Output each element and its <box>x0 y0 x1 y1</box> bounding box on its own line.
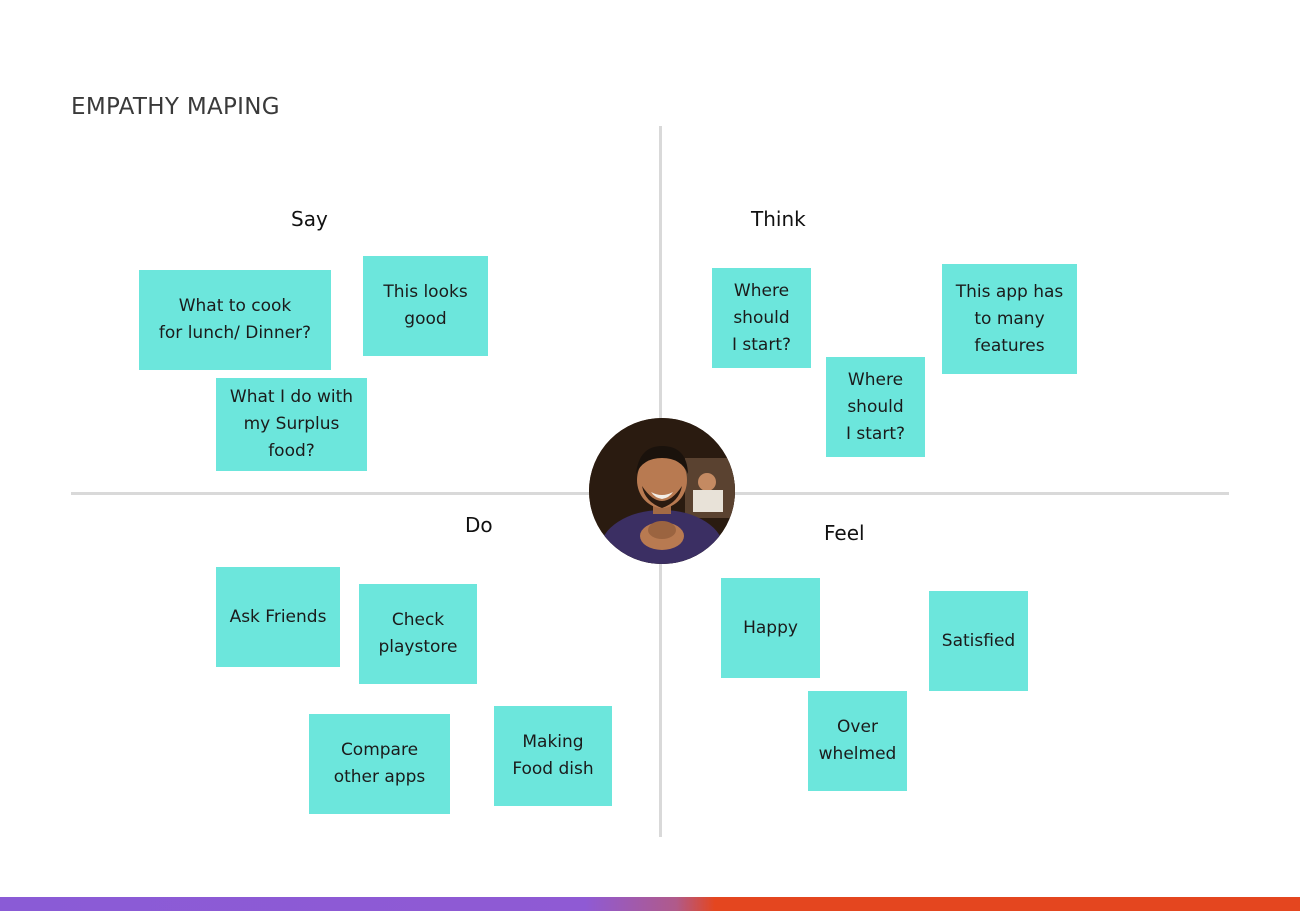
footer-gradient-bar <box>0 897 1300 911</box>
sticky-note-do-1: Ask Friends <box>216 567 340 667</box>
sticky-note-think-3: Where should I start? <box>826 357 925 457</box>
sticky-note-feel-1: Happy <box>721 578 820 678</box>
sticky-note-feel-3: Over whelmed <box>808 691 907 791</box>
sticky-note-say-3: What I do with my Surplus food? <box>216 378 367 471</box>
sticky-note-do-2: Check playstore <box>359 584 477 684</box>
sticky-note-say-1: What to cook for lunch/ Dinner? <box>139 270 331 370</box>
quadrant-label-feel: Feel <box>824 521 865 545</box>
sticky-note-feel-2: Satisfied <box>929 591 1028 691</box>
user-photo-icon <box>589 418 735 564</box>
sticky-note-do-3: Compare other apps <box>309 714 450 814</box>
sticky-note-think-2: This app has to many features <box>942 264 1077 374</box>
quadrant-label-say: Say <box>291 207 328 231</box>
quadrant-label-do: Do <box>465 513 493 537</box>
page-title: EMPATHY MAPING <box>71 94 280 120</box>
sticky-note-say-2: This looks good <box>363 256 488 356</box>
sticky-note-do-4: Making Food dish <box>494 706 612 806</box>
quadrant-label-think: Think <box>751 207 806 231</box>
sticky-note-think-1: Where should I start? <box>712 268 811 368</box>
